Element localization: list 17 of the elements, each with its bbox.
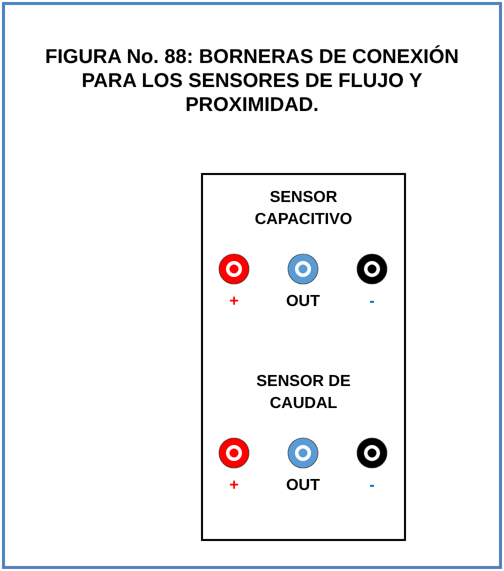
terminal-label: + xyxy=(228,477,240,495)
terminal-jack xyxy=(356,253,388,285)
terminal-label: OUT xyxy=(285,477,321,495)
figure-title: FIGURA No. 88: BORNERAS DE CONEXIÓN PARA LOS SENSORES DE FLUJO Y PROXIMIDAD. xyxy=(44,45,460,117)
terminal-jack xyxy=(356,437,388,469)
terminal-label: OUT xyxy=(285,293,321,311)
panel-heading: SENSOR CAPACITIVO xyxy=(254,188,354,230)
terminal-label: - xyxy=(368,293,376,311)
terminal-jack xyxy=(218,437,250,469)
terminal-jack xyxy=(287,253,319,285)
terminal-label: - xyxy=(368,477,376,495)
terminal-jack xyxy=(287,437,319,469)
terminal-panel xyxy=(201,359,406,541)
terminal-jack xyxy=(218,253,250,285)
terminal-panel xyxy=(201,173,406,361)
terminal-label: + xyxy=(228,293,240,311)
panel-heading: SENSOR DE CAUDAL xyxy=(255,372,352,414)
